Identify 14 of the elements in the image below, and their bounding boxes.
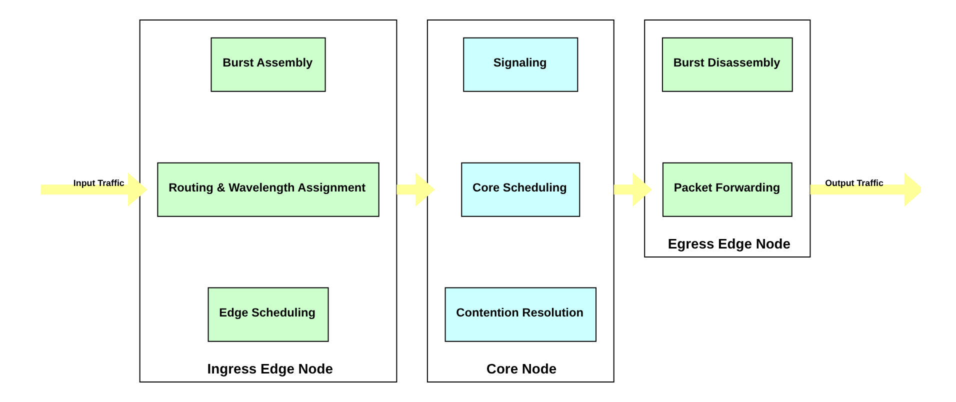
arrow [396, 172, 434, 207]
node-box: Routing & Wavelength Assignment [156, 162, 379, 217]
node-box: Burst Disassembly [661, 37, 792, 92]
node-box: Burst Assembly [210, 37, 326, 92]
node-box: Edge Scheduling [207, 287, 328, 342]
edge-label: Input Traffic [72, 178, 124, 188]
node-box: Contention Resolution [444, 287, 596, 342]
edge-label: Output Traffic [824, 178, 883, 188]
node-box: Core Scheduling [460, 162, 580, 217]
arrow [40, 172, 147, 207]
node-box: Packet Forwarding [662, 162, 792, 217]
arrow [810, 172, 920, 207]
arrow [613, 172, 652, 207]
node-box: Signaling [462, 37, 578, 92]
